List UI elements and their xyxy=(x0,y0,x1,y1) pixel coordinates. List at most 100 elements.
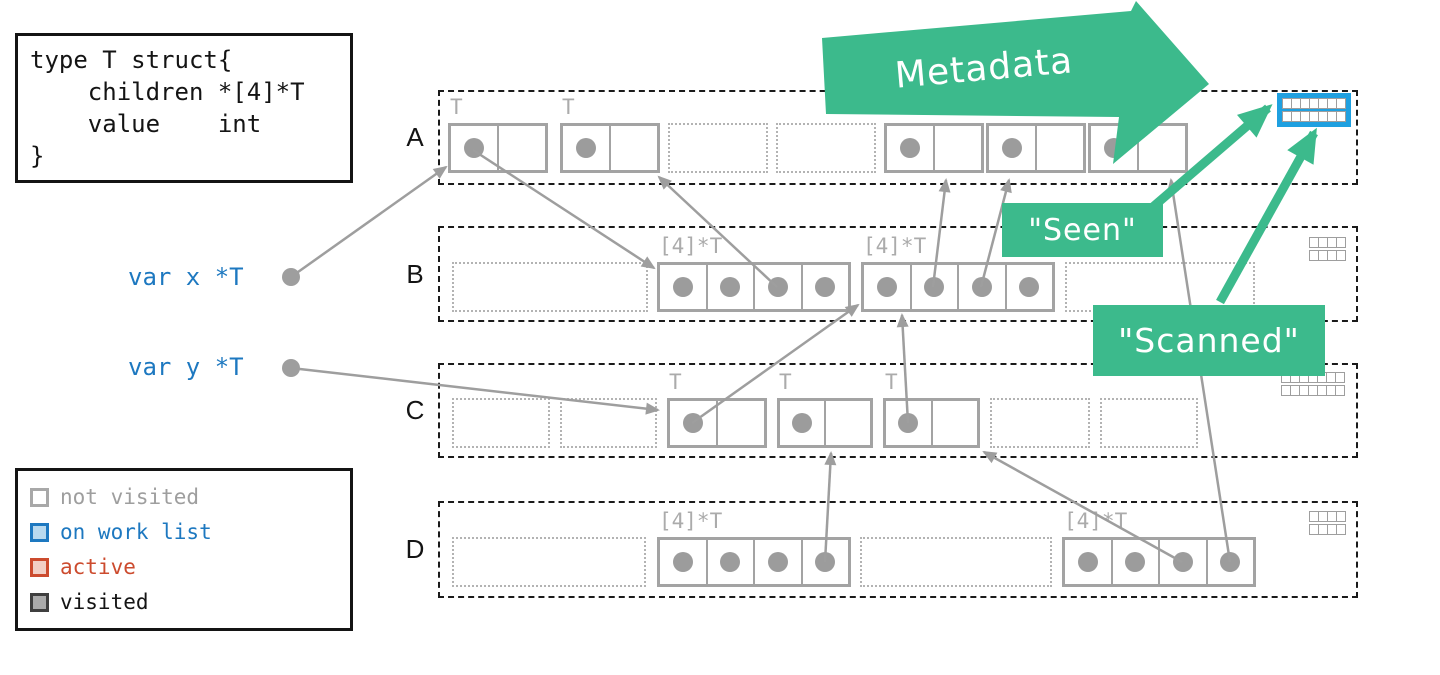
object-cell xyxy=(497,126,545,170)
pointer-dot xyxy=(1104,138,1124,158)
legend-swatch-icon xyxy=(30,557,49,577)
pointer-dot xyxy=(672,552,693,572)
object-cell xyxy=(1065,540,1111,584)
object-cell xyxy=(886,401,931,445)
legend-item-label: not visited xyxy=(60,485,200,509)
code-line: children *[4]*T xyxy=(30,78,305,106)
object-cell xyxy=(933,126,981,170)
empty-slot xyxy=(668,123,768,173)
object-cell xyxy=(1035,126,1083,170)
pointer-dot xyxy=(720,277,741,297)
type-label: [4]*T xyxy=(1064,509,1128,533)
heap-object xyxy=(986,123,1086,173)
object-cell xyxy=(753,540,801,584)
array-object xyxy=(657,537,851,587)
pointer-dot xyxy=(1002,138,1022,158)
legend-swatch-icon xyxy=(30,487,49,507)
pointer-dot xyxy=(1077,552,1098,572)
empty-slot xyxy=(452,537,646,587)
object-cell xyxy=(660,265,706,309)
object-cell xyxy=(1205,540,1254,584)
heap-object xyxy=(777,398,873,448)
object-cell xyxy=(705,540,754,584)
type-label: T xyxy=(562,95,575,119)
empty-slot xyxy=(560,398,657,448)
metadata-grid-cell xyxy=(1336,237,1346,248)
empty-slot xyxy=(1100,398,1198,448)
legend: not visited on work list active visited xyxy=(15,468,353,631)
pointer-dot xyxy=(464,138,484,158)
legend-item: active xyxy=(30,553,338,581)
metadata-grid-cell xyxy=(1336,98,1346,109)
pointer-dot xyxy=(720,552,741,572)
object-cell xyxy=(957,265,1005,309)
pointer-dot xyxy=(792,413,812,433)
type-label: T xyxy=(669,370,682,394)
empty-slot xyxy=(452,262,648,312)
pointer-dot xyxy=(576,138,596,158)
pointer-dot xyxy=(815,277,836,297)
pointer-dot xyxy=(815,552,836,572)
metadata-grid-cell xyxy=(1335,372,1345,383)
heap-object xyxy=(667,398,767,448)
object-cell xyxy=(800,265,849,309)
type-definition-code: type T struct{ children *[4]*T value int… xyxy=(15,33,353,183)
empty-slot xyxy=(776,123,876,173)
legend-item-label: on work list xyxy=(60,520,212,544)
metadata-grid-row xyxy=(1309,524,1346,535)
empty-slot xyxy=(860,537,1052,587)
legend-item: on work list xyxy=(30,518,338,546)
legend-item: visited xyxy=(30,588,338,616)
row-label-a: A xyxy=(406,122,424,152)
object-cell xyxy=(1110,540,1159,584)
legend-item: not visited xyxy=(30,483,338,511)
pointer-origin-dot xyxy=(282,359,300,377)
metadata-grid-row xyxy=(1282,98,1346,109)
metadata-arrow-label: Metadata xyxy=(893,40,1074,96)
object-cell xyxy=(1004,265,1053,309)
pointer-dot xyxy=(1220,552,1241,572)
pointer-dot xyxy=(767,277,788,297)
var-declaration-x: var x *T xyxy=(128,263,244,291)
pointer-dot xyxy=(672,277,693,297)
type-label: [4]*T xyxy=(659,234,723,258)
row-label-c: C xyxy=(405,395,425,425)
metadata-grid-cell xyxy=(1336,111,1346,122)
object-cell xyxy=(716,401,764,445)
object-cell xyxy=(1137,126,1185,170)
pointer-dot xyxy=(876,277,897,297)
object-cell xyxy=(887,126,933,170)
pointer-dot xyxy=(1125,552,1146,572)
legend-item-label: active xyxy=(60,555,136,579)
metadata-grid-row xyxy=(1281,385,1345,396)
code-line: type T struct{ xyxy=(30,46,233,74)
heap-object xyxy=(1088,123,1188,173)
heap-object xyxy=(448,123,548,173)
code-line: value int xyxy=(30,110,262,138)
pointer-dot xyxy=(1172,552,1193,572)
object-cell xyxy=(670,401,716,445)
metadata-grid-cell xyxy=(1336,250,1346,261)
metadata-grid-cell xyxy=(1335,385,1345,396)
empty-slot xyxy=(452,398,550,448)
metadata-grid-row xyxy=(1282,111,1346,122)
legend-item-label: visited xyxy=(60,590,149,614)
metadata-grid-row xyxy=(1309,237,1346,248)
object-cell xyxy=(705,265,754,309)
object-cell xyxy=(1158,540,1206,584)
heap-object xyxy=(560,123,660,173)
metadata-grid-icon xyxy=(1281,372,1345,396)
row-label-b: B xyxy=(406,258,424,289)
object-cell xyxy=(864,265,910,309)
object-cell xyxy=(780,401,824,445)
metadata-grid-row xyxy=(1309,250,1346,261)
type-label: T xyxy=(885,370,898,394)
metadata-grid-cell xyxy=(1336,511,1346,522)
object-cell xyxy=(451,126,497,170)
pointer-dot xyxy=(971,277,992,297)
pointer-dot xyxy=(900,138,920,158)
worklist-metadata-box xyxy=(1277,93,1351,127)
object-cell xyxy=(660,540,706,584)
type-label: T xyxy=(779,370,792,394)
